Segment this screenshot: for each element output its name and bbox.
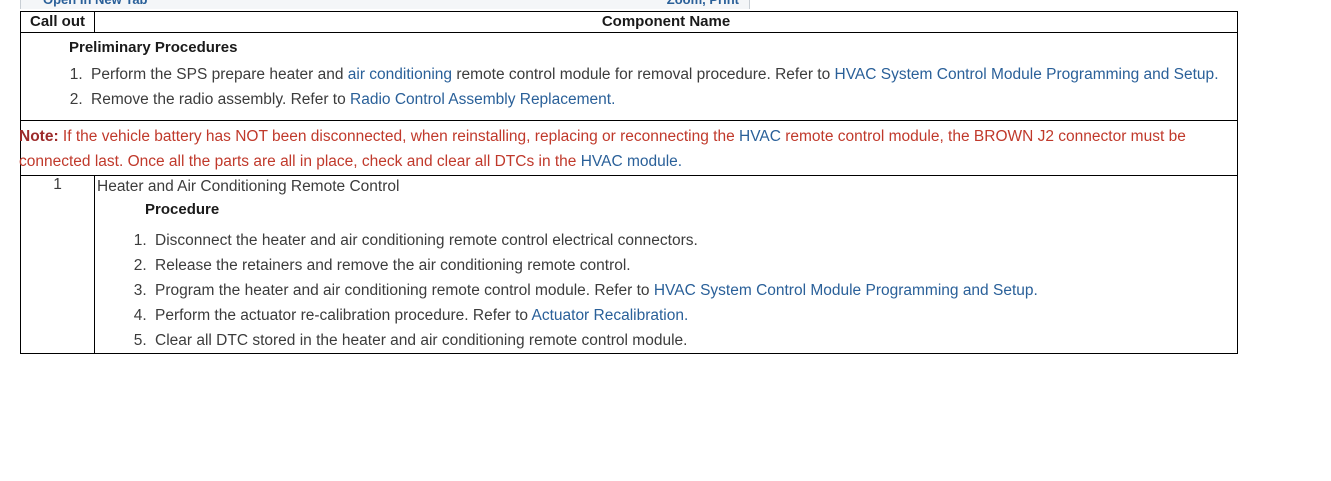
link-air-conditioning[interactable]: air conditioning <box>347 66 453 83</box>
note-label: Note: <box>19 128 59 145</box>
step-text-post: . <box>1033 282 1038 299</box>
preliminary-cell: Preliminary Procedures Perform the SPS p… <box>20 32 1238 121</box>
list-item: Clear all DTC stored in the heater and a… <box>151 328 1237 353</box>
step-text-pre: Release the retainers and remove the air… <box>155 257 631 274</box>
step-text-pre: Perform the actuator re-calibration proc… <box>155 307 532 324</box>
open-in-new-tab-button[interactable]: Open In New Tab <box>43 0 148 7</box>
procedure-title: Procedure <box>145 201 220 218</box>
step-text-pre: Clear all DTC stored in the heater and a… <box>155 332 688 349</box>
step-text-pre: Program the heater and air conditioning … <box>155 282 654 299</box>
link-hvac-system-control-module-programming-and-setup[interactable]: HVAC System Control Module Programming a… <box>653 282 1034 299</box>
link-hvac-module[interactable]: HVAC module <box>580 153 678 170</box>
step-text-pre: Perform the SPS prepare heater and <box>91 66 348 83</box>
list-item: Disconnect the heater and air conditioni… <box>151 228 1237 253</box>
procedure-steps-list: Disconnect the heater and air conditioni… <box>95 228 1237 353</box>
note-part-1: If the vehicle battery has NOT been disc… <box>58 128 739 145</box>
table-row: 1 Heater and Air Conditioning Remote Con… <box>20 175 1238 354</box>
viewer-toolbar: Open In New Tab Zoom, Print <box>20 0 750 9</box>
note-text: Note: If the vehicle battery has NOT bee… <box>19 124 1204 174</box>
note-row: Note: If the vehicle battery has NOT bee… <box>19 120 1238 176</box>
callout-number: 1 <box>20 175 95 354</box>
step-text-post: . <box>684 307 689 324</box>
header-component-name: Component Name <box>94 11 1238 33</box>
step-text-post: . <box>611 91 616 108</box>
link-hvac-system-control-module-programming-and-setup[interactable]: HVAC System Control Module Programming a… <box>834 66 1215 83</box>
note-part-3: . <box>677 153 683 170</box>
preliminary-steps-list: Perform the SPS prepare heater and air c… <box>21 62 1237 112</box>
note-part-2: remote control module, the BROWN J2 conn… <box>19 128 1186 170</box>
procedure-cell: Heater and Air Conditioning Remote Contr… <box>94 175 1238 354</box>
table-header-row: Call out Component Name <box>20 11 1238 33</box>
preliminary-procedures-row: Preliminary Procedures Perform the SPS p… <box>20 32 1238 121</box>
zoom-print-button[interactable]: Zoom, Print <box>667 0 739 7</box>
list-item: Remove the radio assembly. Refer to Radi… <box>87 87 1237 112</box>
link-hvac[interactable]: HVAC <box>739 128 781 145</box>
step-text-mid: remote control module for removal proced… <box>452 66 835 83</box>
list-item: Program the heater and air conditioning … <box>151 278 1237 303</box>
link-actuator-recalibration[interactable]: Actuator Recalibration <box>531 307 685 324</box>
step-text-pre: Remove the radio assembly. Refer to <box>91 91 351 108</box>
note-cell: Note: If the vehicle battery has NOT bee… <box>19 120 1238 176</box>
list-item: Perform the SPS prepare heater and air c… <box>87 62 1237 87</box>
step-text-pre: Disconnect the heater and air conditioni… <box>155 232 698 249</box>
component-table: Call out Component Name Preliminary Proc… <box>19 11 1238 354</box>
list-item: Perform the actuator re-calibration proc… <box>151 303 1237 328</box>
step-text-post: . <box>1214 66 1219 83</box>
preliminary-procedures-title: Preliminary Procedures <box>69 39 238 56</box>
link-radio-control-assembly-replacement[interactable]: Radio Control Assembly Replacement <box>350 91 612 108</box>
list-item: Release the retainers and remove the air… <box>151 253 1237 278</box>
component-name-text: Heater and Air Conditioning Remote Contr… <box>97 178 400 195</box>
header-call-out: Call out <box>20 11 95 33</box>
